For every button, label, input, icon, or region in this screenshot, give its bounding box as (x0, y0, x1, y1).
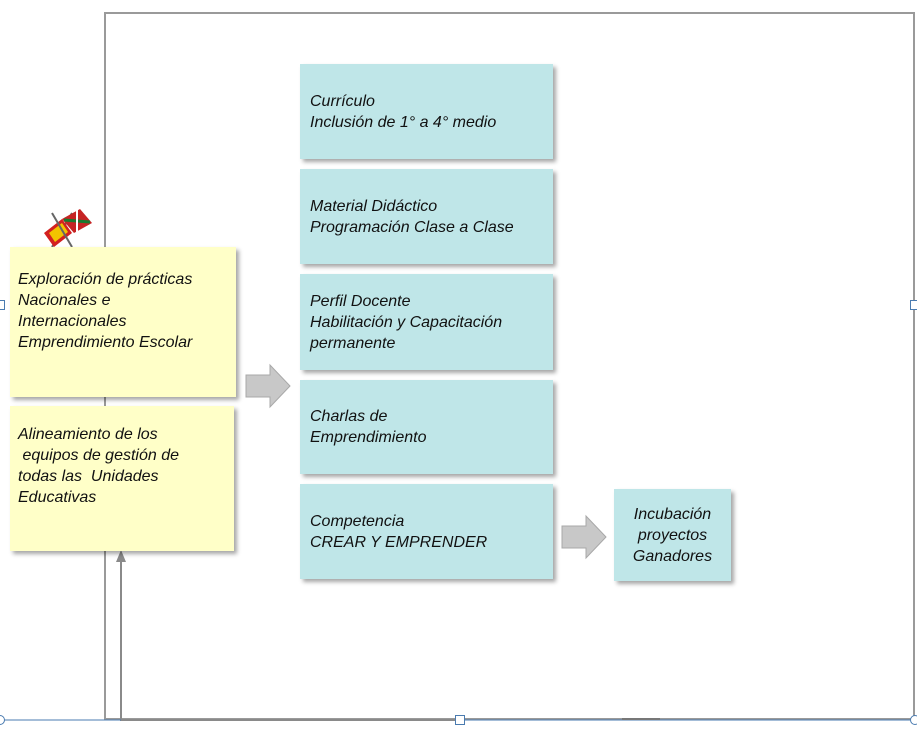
profile-line-1: Perfil Docente (310, 292, 411, 310)
competition-box: Competencia CREAR Y EMPRENDER (300, 484, 553, 579)
competition-line-2: CREAR Y EMPRENDER (310, 533, 488, 551)
talks-line-2: Emprendimiento (310, 429, 427, 446)
exploration-line-1: Exploración de prácticas (18, 271, 193, 288)
alignment-line-1: Alineamiento de los (18, 426, 158, 443)
curriculum-line-2: Inclusión de 1° a 4° medio (310, 113, 497, 131)
alignment-box: Alineamiento de los equipos de gestión d… (10, 406, 234, 551)
incubation-line-3: Ganadores (632, 547, 713, 565)
flags-icon (44, 209, 92, 248)
alignment-line-4: Educativas (18, 489, 97, 506)
profile-line-2: Habilitación y Capacitación (310, 313, 503, 331)
talks-box: Charlas de Emprendimiento (300, 380, 553, 474)
curriculum-line-1: Currículo (310, 92, 375, 110)
alignment-line-2: equipos de gestión de (18, 447, 180, 464)
selection-handle-bottom[interactable] (455, 715, 465, 725)
talks-line-1: Charlas de (310, 408, 388, 425)
material-box: Material Didáctico Programación Clase a … (300, 169, 553, 264)
right-arrow-icon (245, 363, 291, 409)
incubation-line-2: proyectos (637, 526, 708, 544)
curriculum-box: Currículo Inclusión de 1° a 4° medio (300, 64, 553, 159)
exploration-line-3: Internacionales (18, 313, 127, 330)
selection-handle-left[interactable] (0, 300, 5, 310)
incubation-line-1: Incubación (633, 505, 712, 523)
material-line-2: Programación Clase a Clase (310, 218, 514, 236)
selection-handle-bottom-right[interactable] (910, 715, 917, 725)
exploration-line-4: Emprendimiento Escolar (18, 334, 193, 351)
incubation-box: Incubación proyectos Ganadores (614, 489, 731, 581)
right-arrow-icon-2 (561, 514, 607, 560)
profile-box: Perfil Docente Habilitación y Capacitaci… (300, 274, 553, 370)
competition-line-1: Competencia (310, 512, 405, 530)
selection-handle-right[interactable] (910, 300, 917, 310)
exploration-box: Exploración de prácticas Nacionales e In… (10, 247, 236, 397)
material-line-1: Material Didáctico (310, 197, 438, 215)
alignment-line-3: todas las Unidades (18, 468, 159, 485)
exploration-line-2: Nacionales e (18, 292, 111, 309)
profile-line-3: permanente (310, 334, 396, 352)
